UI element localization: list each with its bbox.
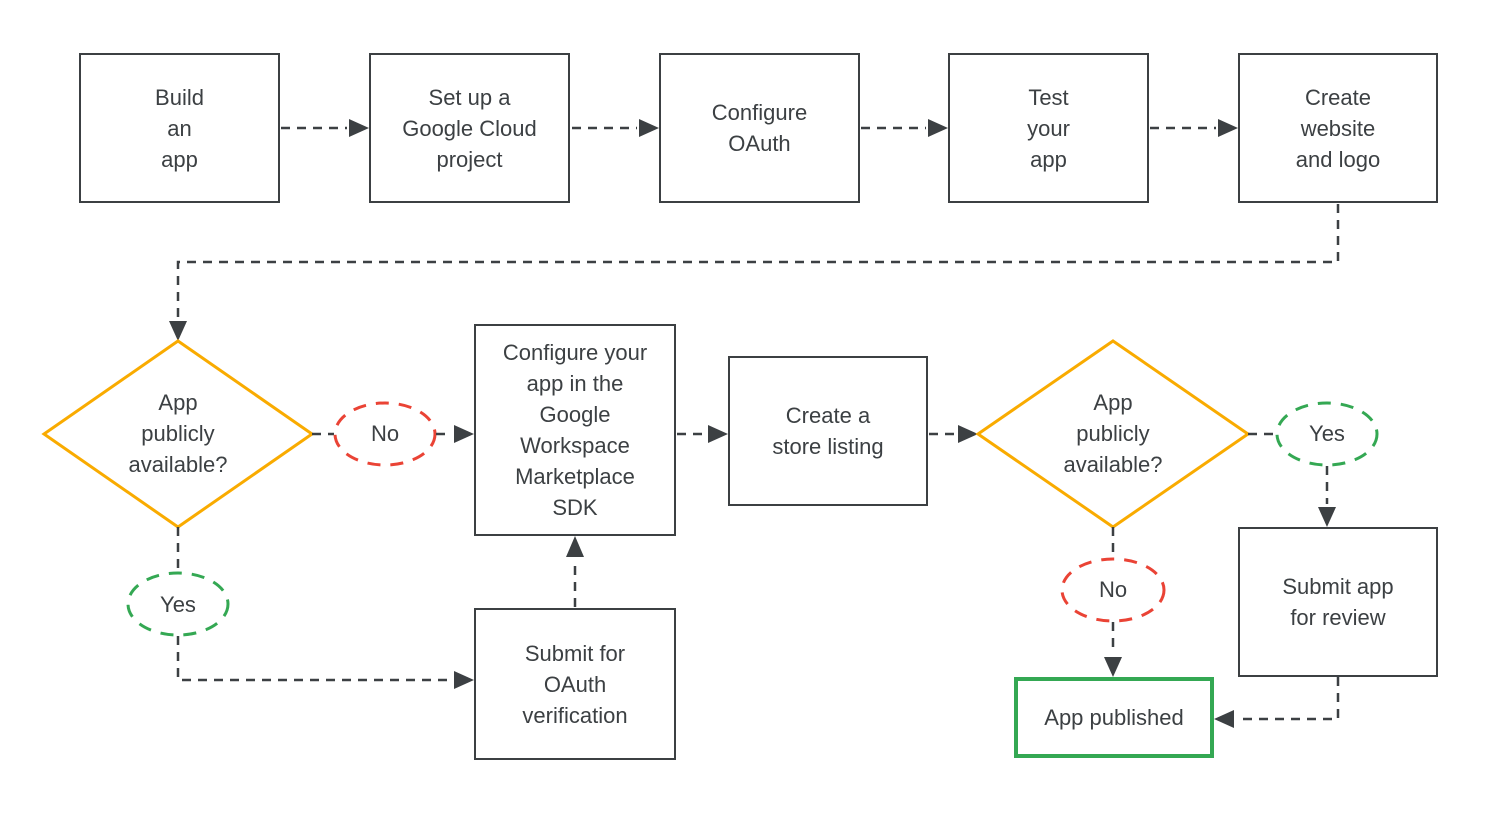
decision-diamond-1-label: App publicly available? xyxy=(88,387,268,480)
yes-oval-2 xyxy=(1275,401,1379,467)
node-cloud-project: Set up a Google Cloud project xyxy=(369,53,570,203)
connector-review-to-published xyxy=(1214,677,1340,728)
connector-yes1-to-verification xyxy=(176,636,474,689)
node-store-listing: Create a store listing xyxy=(728,356,928,506)
decision-diamond-2-label: App publicly available? xyxy=(1023,387,1203,480)
node-test-app-label: Test your app xyxy=(1027,84,1070,172)
connector-build-to-cloud xyxy=(281,119,369,137)
node-configure-oauth: Configure OAuth xyxy=(659,53,860,203)
no-oval-2-label: No xyxy=(1063,574,1163,605)
node-sdk-configure-label: Configure your app in the Google Workspa… xyxy=(502,340,648,520)
decision-1-text: App publicly available? xyxy=(128,390,228,477)
no-oval-2 xyxy=(1060,557,1166,623)
connector-test-to-website xyxy=(1150,119,1238,137)
connector-no1-to-sdk xyxy=(436,425,474,443)
node-test-app: Test your app xyxy=(948,53,1149,203)
node-submit-review-label: Submit app for review xyxy=(1282,574,1394,630)
node-build-app-label: Build an app xyxy=(155,84,204,172)
yes-2-text: Yes xyxy=(1309,421,1345,446)
node-submit-review: Submit app for review xyxy=(1238,527,1438,677)
connector-website-to-decision1 xyxy=(169,204,1340,341)
no-2-text: No xyxy=(1098,577,1128,602)
connector-oauth-to-test xyxy=(861,119,948,137)
node-configure-oauth-label: Configure OAuth xyxy=(711,100,808,156)
yes-oval-1-label: Yes xyxy=(128,589,228,620)
node-app-published: App published xyxy=(1014,677,1214,758)
node-oauth-verification: Submit for OAuth verification xyxy=(474,608,676,760)
node-create-website: Create website and logo xyxy=(1238,53,1438,203)
node-create-website-label: Create website and logo xyxy=(1295,84,1381,172)
node-build-app: Build an app xyxy=(79,53,280,203)
node-sdk-configure: Configure your app in the Google Workspa… xyxy=(474,324,676,536)
connector-verification-to-sdk xyxy=(566,536,584,607)
no-1-text: No xyxy=(370,421,400,446)
yes-oval-1 xyxy=(126,571,230,637)
no-oval-1-label: No xyxy=(335,418,435,449)
connector-no2-to-published xyxy=(1104,622,1122,677)
node-cloud-project-label: Set up a Google Cloud project xyxy=(402,84,537,172)
connector-sdk-to-store xyxy=(677,425,728,443)
no-oval-1 xyxy=(333,401,437,467)
connector-cloud-to-oauth xyxy=(572,119,659,137)
node-app-published-label: App published xyxy=(1044,705,1184,730)
connector-store-to-decision2 xyxy=(929,425,978,443)
node-oauth-verification-label: Submit for OAuth verification xyxy=(522,640,628,728)
node-store-listing-label: Create a store listing xyxy=(772,403,884,459)
yes-1-text: Yes xyxy=(160,592,196,617)
decision-2-text: App publicly available? xyxy=(1063,390,1163,477)
yes-oval-2-label: Yes xyxy=(1277,418,1377,449)
connector-yes2-to-review xyxy=(1318,466,1336,527)
